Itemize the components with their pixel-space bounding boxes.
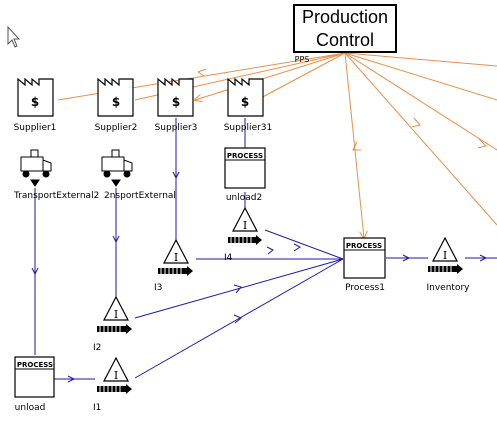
transport-external-1[interactable]: TransportExternal2 — [13, 149, 99, 201]
inventory-triangle-icon: I — [158, 238, 193, 276]
info-arrow-head — [477, 138, 487, 149]
truck-icon — [101, 149, 133, 187]
svg-text:I: I — [114, 369, 118, 382]
flow-arrow-head — [31, 267, 39, 276]
supplier-31[interactable]: $ Supplier31 — [224, 77, 273, 133]
factory-icon: $ — [17, 77, 54, 117]
supplier-1[interactable]: $ Supplier1 — [14, 77, 57, 133]
info-arrow-head — [352, 141, 361, 151]
transport-label: 2nsportExternal — [104, 191, 176, 201]
info-flow-right-4 — [344, 52, 497, 226]
process-label: unload2 — [226, 193, 262, 203]
flow-i1-process1 — [134, 258, 344, 379]
svg-text:I: I — [114, 308, 118, 321]
inventory-label: I4 — [224, 253, 233, 263]
factory-icon: $ — [157, 77, 194, 117]
inventory-triangle-icon: I — [97, 356, 132, 394]
inventory-triangle-icon: I — [428, 236, 463, 274]
svg-text:$: $ — [241, 95, 249, 109]
info-flow-right-3 — [344, 52, 497, 151]
supplier-label: Supplier1 — [14, 123, 57, 133]
process-label: Process1 — [345, 283, 385, 293]
supplier-label: Supplier2 — [95, 123, 138, 133]
process-unload2[interactable]: PROCESS unload2 — [224, 147, 266, 203]
info-flow-supplier3 — [195, 52, 346, 100]
flow-arrow-head — [67, 375, 76, 383]
process-tag: PROCESS — [346, 242, 382, 250]
inventory-triangle-icon: I — [228, 206, 262, 245]
transport-label: TransportExternal2 — [13, 191, 99, 201]
info-arrow-head — [196, 68, 207, 77]
process-label: unload — [15, 403, 46, 413]
flow-arrow-head — [233, 314, 242, 324]
production-control-title-line1: Production — [302, 7, 388, 27]
transport-external-2[interactable]: 2nsportExternal — [101, 149, 176, 201]
inventory-i3[interactable]: I I3 — [154, 238, 193, 293]
production-control-title-line2: Control — [316, 30, 374, 50]
svg-text:I: I — [443, 249, 447, 262]
inventory-label: Inventory — [427, 283, 471, 293]
flow-arrow-head — [266, 246, 274, 255]
flow-arrow-head — [172, 171, 180, 180]
flow-arrow-head — [233, 284, 242, 294]
mouse-cursor-icon — [7, 25, 21, 48]
pps-label: PPS — [295, 55, 310, 64]
svg-text:$: $ — [112, 95, 120, 109]
info-flow-right-2 — [344, 52, 497, 101]
info-flow-right-1 — [344, 52, 497, 67]
material-flow-lines — [31, 118, 497, 383]
factory-icon: $ — [97, 77, 134, 117]
truck-icon — [20, 149, 52, 187]
inventory-label: I1 — [93, 403, 101, 413]
supplier-3[interactable]: $ Supplier3 — [155, 77, 198, 133]
flow-arrow-head — [402, 254, 411, 262]
process-unload[interactable]: PROCESS unload — [14, 356, 55, 413]
factory-icon: $ — [227, 77, 264, 117]
flow-i2-process1 — [134, 258, 344, 319]
supplier-label: Supplier3 — [155, 123, 198, 133]
inventory-label: I3 — [154, 283, 162, 293]
supplier-2[interactable]: $ Supplier2 — [95, 77, 138, 133]
info-arrow-head — [411, 117, 421, 128]
flow-arrow-head — [112, 235, 120, 244]
inventory-label: I2 — [93, 343, 101, 353]
supplier-label: Supplier31 — [224, 123, 273, 133]
svg-text:I: I — [243, 219, 247, 232]
flow-arrow-head — [479, 254, 488, 262]
inventory-triangle-icon: I — [97, 295, 132, 334]
svg-text:I: I — [174, 251, 178, 264]
flow-i4-process1 — [264, 229, 344, 260]
production-control-box[interactable]: Production Control — [293, 4, 397, 53]
svg-text:$: $ — [31, 95, 39, 109]
process-tag: PROCESS — [227, 152, 263, 160]
flow-arrow-head — [293, 243, 301, 252]
svg-text:$: $ — [172, 95, 180, 109]
inventory-i2[interactable]: I I2 — [93, 295, 132, 353]
info-flow-supplier31 — [256, 52, 346, 101]
process-tag: PROCESS — [17, 361, 53, 369]
inventory-inventory[interactable]: I Inventory — [427, 236, 471, 293]
info-flow-process1 — [344, 52, 364, 238]
process-process1[interactable]: PROCESS Process1 — [343, 237, 386, 293]
inventory-i1[interactable]: I I1 — [93, 356, 132, 413]
inventory-i4[interactable]: I I4 — [224, 206, 262, 263]
